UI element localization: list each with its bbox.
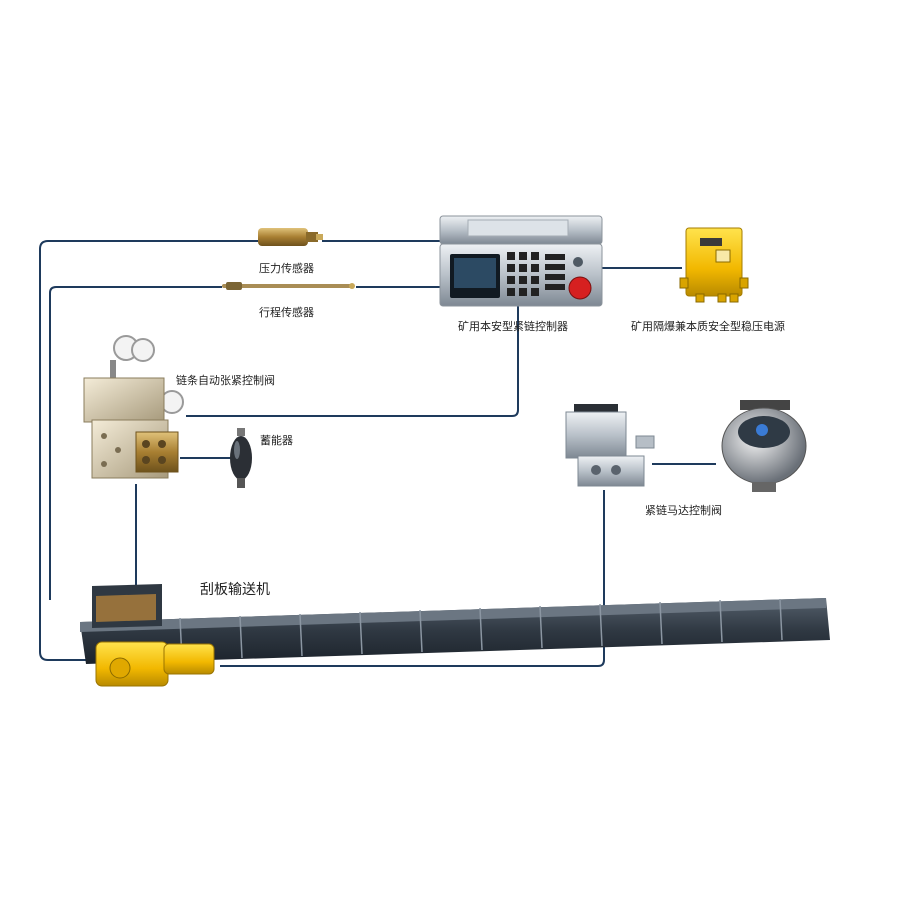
hydraulic-motor-icon [721,400,807,492]
conveyor-label: 刮板输送机 [200,582,270,598]
scraper-conveyor-icon [80,584,830,687]
wire-controller-to-valve [186,305,519,417]
tension-valve-icon [83,335,184,479]
wiring [39,240,716,667]
wire-stroke-to-left [49,286,222,600]
wire-pressure-to-left [39,240,258,661]
power-supply-label: 矿用隔爆兼本质安全型稳压电源 [631,320,785,333]
motor-valve-icon [565,404,655,487]
wire-motorvalve-to-drive [220,490,605,667]
motor-valve-label: 紧链马达控制阀 [645,504,722,517]
accumulator-icon [230,428,252,488]
controller-icon [439,215,603,307]
controller-label: 矿用本安型紧链控制器 [458,320,568,333]
stroke-sensor-icon [222,282,355,290]
tension-valve-label: 链条自动张紧控制阀 [176,374,275,387]
pressure-sensor-label: 压力传感器 [259,262,314,275]
stroke-sensor-label: 行程传感器 [259,306,314,319]
power-supply-icon [679,227,749,303]
accumulator-label: 蓄能器 [260,434,293,447]
pressure-sensor-icon [258,228,323,246]
